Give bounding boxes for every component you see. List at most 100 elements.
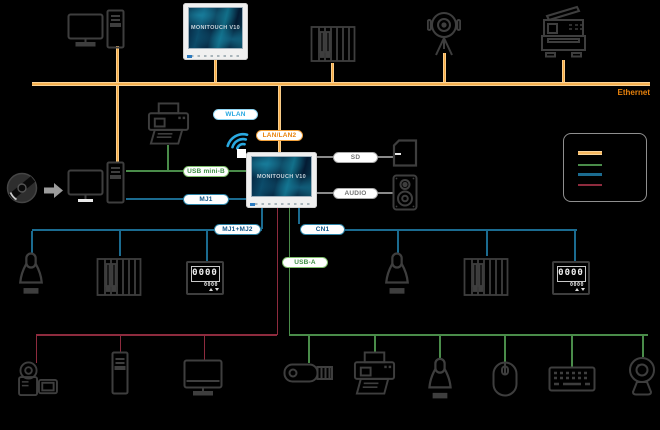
ethernet-drop-hmi-top	[214, 60, 217, 82]
plc-mid-right-icon	[463, 256, 509, 298]
sd-label: SD	[350, 153, 361, 161]
meter-down-icon	[215, 288, 219, 291]
speaker-icon	[392, 174, 418, 211]
ethernet-label: Ethernet	[617, 88, 650, 97]
usb-drop-printer	[374, 335, 376, 352]
video-riser-line	[276, 208, 279, 335]
lan-lan2-label: LAN/LAN2	[262, 132, 297, 139]
plc-mid-left-icon	[96, 256, 142, 298]
hmi-main-screen: MONITOUCH V10	[251, 156, 312, 197]
wifi-icon	[224, 125, 258, 159]
panel-meter-icon: 0000 0000	[186, 261, 224, 295]
keyboard-icon	[548, 366, 596, 392]
usb-drop-webcam	[642, 335, 644, 357]
cn1-bus-drop-1	[397, 231, 399, 253]
mj1-pill: MJ1	[183, 193, 229, 205]
sd-pill: SD	[333, 151, 378, 163]
hmi-main-model-text: MONITOUCH V10	[256, 173, 307, 180]
copier-icon	[539, 4, 588, 60]
wlan-label: WLAN	[225, 111, 246, 118]
meter-up-icon	[575, 288, 579, 291]
meter-sub-display: 0000	[569, 282, 584, 288]
sd-card-icon	[392, 139, 418, 167]
cn1-label: CN1	[315, 225, 330, 233]
usb-a-bus	[289, 334, 648, 336]
hmi-top-screen: MONITOUCH V10	[188, 7, 243, 49]
cn1-bus	[345, 229, 577, 231]
audio-pill: AUDIO	[333, 187, 378, 199]
hmi-top: MONITOUCH V10	[183, 3, 248, 60]
monitor-icon	[67, 13, 104, 47]
brand-logo	[250, 202, 255, 206]
hmi-function-keys	[254, 202, 312, 205]
ethernet-drop-plc-top	[331, 63, 334, 82]
mouse-icon	[492, 361, 518, 397]
mj1-mj2-pill: MJ1+MJ2	[214, 223, 261, 235]
hmi-main: MONITOUCH V10	[246, 152, 317, 208]
lan-lan2-pill: LAN/LAN2	[256, 130, 303, 141]
meter-buttons	[209, 288, 219, 291]
usb-a-pill: USB-A	[282, 257, 328, 268]
cn1-pill: CN1	[300, 223, 345, 235]
mj1-label: MJ1	[199, 195, 213, 203]
hmi-function-keys	[190, 54, 243, 57]
meter-down-icon	[581, 288, 585, 291]
legend-swatch-serial	[578, 173, 602, 176]
printer-usb-line	[167, 145, 169, 170]
wlan-pill: WLAN	[213, 109, 258, 120]
usb-flash-drive-icon	[283, 360, 335, 386]
lan-line	[278, 86, 281, 153]
ethernet-drop-copier	[562, 60, 565, 82]
cn1-bus-drop-2	[486, 231, 488, 256]
video-drop-camcorder	[35, 335, 38, 363]
webcam-icon	[625, 356, 659, 400]
meter-display: 0000	[192, 268, 218, 278]
video-drop-tower	[119, 335, 122, 352]
arrow-right-icon	[44, 183, 63, 198]
cn1-drop	[298, 208, 300, 224]
ethernet-drop-camera	[443, 53, 446, 82]
network-camera-icon	[427, 10, 461, 58]
plc-top-icon	[310, 24, 356, 64]
printer-mid-icon	[146, 102, 191, 147]
usb-a-riser-line	[288, 208, 291, 335]
mj1-mj2-drop	[261, 208, 263, 229]
usb-drop-mouse	[504, 335, 506, 362]
legend-swatch-ethernet	[578, 151, 602, 155]
monitor-bottom-icon	[183, 359, 223, 396]
usb-mini-b-label: USB mini-B	[187, 167, 225, 175]
barcode-scanner-icon	[383, 251, 411, 299]
legend-swatch-video	[578, 184, 602, 186]
legend-box	[563, 133, 647, 202]
usb-drop-keyboard	[571, 335, 573, 367]
usb-mini-b-pill: USB mini-B	[183, 165, 229, 177]
usb-a-label: USB-A	[294, 259, 316, 266]
meter-up-icon	[209, 288, 213, 291]
video-bus	[36, 334, 277, 336]
mj1-mj2-bus	[32, 229, 262, 231]
brand-logo	[187, 54, 192, 58]
meter-display: 0000	[558, 268, 584, 278]
ethernet-drop-pc-top	[116, 46, 119, 82]
mj-bus-drop-1	[31, 231, 33, 253]
usb-drop-scanner	[439, 335, 441, 359]
ethernet-drop-pc-mid	[116, 86, 119, 163]
mj-bus-drop-2	[119, 231, 121, 256]
meter-buttons	[575, 288, 585, 291]
mj1-mj2-label: MJ1+MJ2	[222, 225, 253, 233]
ethernet-bus-line	[32, 82, 650, 86]
printer-bottom-icon	[352, 351, 397, 397]
meter-sub-display: 0000	[203, 282, 218, 288]
audio-label: AUDIO	[344, 189, 367, 197]
usb-drop-flash	[308, 335, 310, 363]
panel-meter-icon: 0000 0000	[552, 261, 590, 295]
barcode-scanner-icon	[426, 357, 454, 403]
cn1-bus-drop-3	[574, 231, 576, 261]
hmi-top-model-text: MONITOUCH V10	[190, 25, 241, 31]
camcorder-icon	[16, 361, 60, 397]
legend-swatch-usb	[578, 164, 602, 166]
pc-tower-icon	[106, 9, 125, 49]
cd-disc-icon	[6, 172, 38, 204]
barcode-scanner-icon	[17, 251, 45, 299]
pc-tower-bottom-icon	[111, 351, 129, 395]
